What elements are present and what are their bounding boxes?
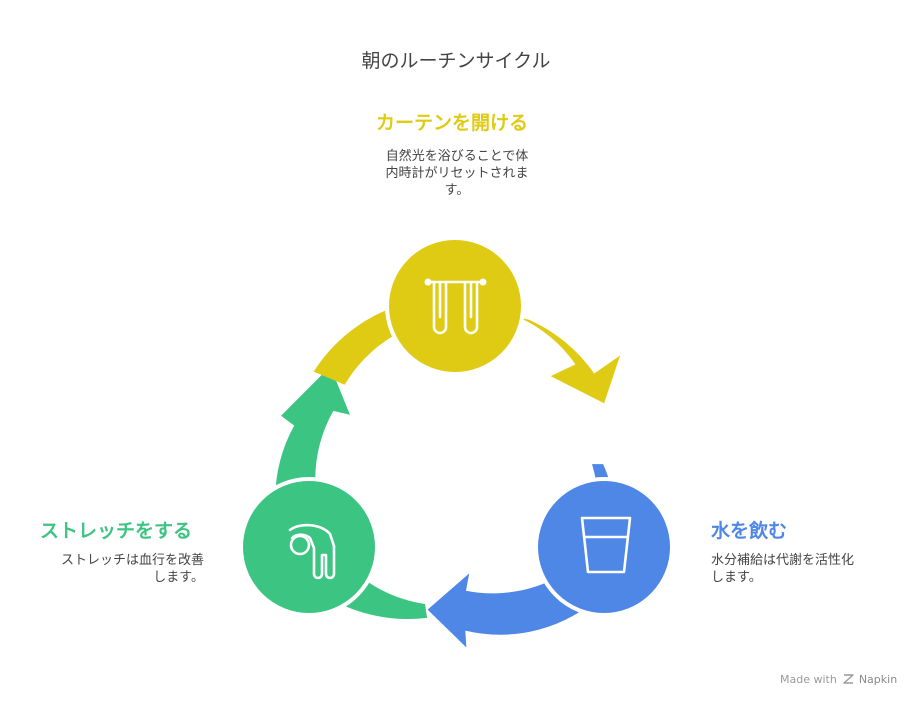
desc-line: します。 xyxy=(153,570,204,585)
node-curtain xyxy=(385,236,525,376)
desc-line: します。 xyxy=(711,570,762,585)
step-desc-curtain: 自然光を浴びることで体 内時計がリセットされま す。 xyxy=(372,148,542,199)
napkin-logo-icon xyxy=(843,674,855,684)
arc-curtain-top xyxy=(313,306,409,385)
made-with-credit[interactable]: Made with Napkin xyxy=(780,673,897,686)
desc-line: ストレッチは血行を改善 xyxy=(60,553,204,568)
desc-line: 自然光を浴びることで体 xyxy=(385,149,529,164)
node-water xyxy=(534,477,674,617)
water-glass-icon xyxy=(580,516,632,574)
step-desc-water: 水分補給は代謝を活性化 します。 xyxy=(711,552,891,586)
step-heading-curtain: カーテンを開ける xyxy=(376,112,529,134)
desc-line: 内時計がリセットされま xyxy=(385,166,529,181)
curtain-icon xyxy=(424,278,487,335)
diagram-title: 朝のルーチンサイクル xyxy=(361,50,551,72)
credit-brand: Napkin xyxy=(858,673,898,686)
step-heading-water: 水を飲む xyxy=(711,520,788,542)
desc-line: 水分補給は代謝を活性化 xyxy=(711,553,855,568)
step-heading-stretch: ストレッチをする xyxy=(40,520,193,542)
arc-curtain-to-water xyxy=(518,317,621,404)
credit-prefix: Made with xyxy=(780,673,837,686)
stretching-person-icon xyxy=(288,523,336,580)
step-desc-stretch: ストレッチは血行を改善 します。 xyxy=(20,552,204,586)
desc-line: す。 xyxy=(444,183,470,198)
